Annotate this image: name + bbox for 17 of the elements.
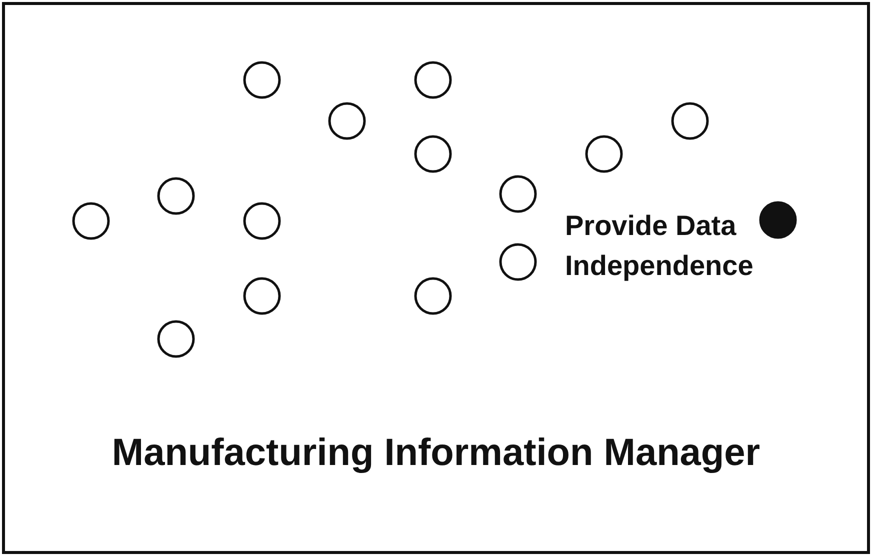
circle-marker xyxy=(414,61,452,99)
circle-marker xyxy=(414,277,452,315)
circle-marker xyxy=(157,320,195,358)
circle-marker xyxy=(243,277,281,315)
circle-marker xyxy=(585,135,623,173)
circle-marker xyxy=(671,102,709,140)
circle-marker xyxy=(499,243,537,281)
circle-marker xyxy=(72,202,110,240)
circle-marker xyxy=(499,175,537,213)
filled-dot xyxy=(759,201,797,239)
circle-marker xyxy=(157,177,195,215)
circle-marker xyxy=(243,61,281,99)
circle-marker xyxy=(328,102,366,140)
circle-marker xyxy=(414,135,452,173)
goal-label: Provide Data Independence xyxy=(565,209,754,283)
circle-marker xyxy=(243,202,281,240)
diagram-title: Manufacturing Information Manager xyxy=(110,432,762,475)
